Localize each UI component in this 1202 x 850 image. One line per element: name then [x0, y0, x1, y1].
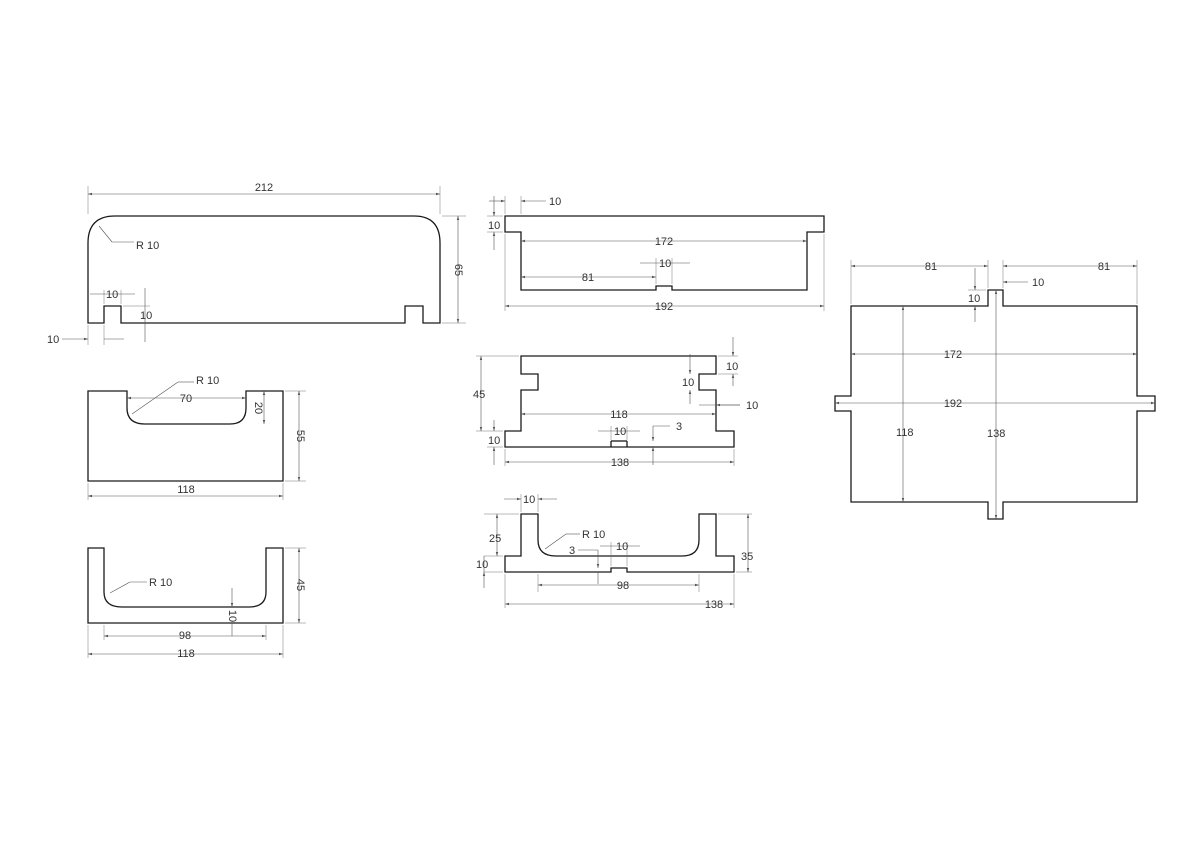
dim-text-slot-part4: 10 — [659, 258, 671, 270]
part-5-outline — [504, 355, 735, 448]
dim-text-25-part6: 25 — [489, 533, 501, 545]
part-4-tray: 10 10 172 81 10 192 — [487, 196, 825, 313]
dim-text-base-10-part5: 10 — [488, 435, 500, 447]
part-7-outline — [834, 289, 1156, 520]
dim-text-118-part7: 118 — [896, 427, 914, 439]
dim-text-slot-part5: 10 — [614, 426, 626, 438]
dim-text-35-part6: 35 — [741, 551, 753, 563]
dim-text-45-part5: 45 — [473, 389, 485, 401]
dim-text-212: 212 — [255, 182, 273, 194]
dim-text-192-part4: 192 — [655, 301, 673, 313]
dim-text-top-10-part6: 10 — [523, 494, 535, 506]
dim-text-98-part6: 98 — [617, 580, 629, 592]
part-2-pocket-block: R 10 70 20 55 118 — [87, 375, 306, 500]
dim-text-slot-depth-part5: 3 — [676, 421, 682, 433]
radius-label-part2: R 10 — [196, 375, 219, 387]
part-2-outline — [87, 390, 284, 482]
part-3-outline — [87, 547, 284, 624]
dim-text-70: 70 — [180, 393, 192, 405]
dim-text-base-10-part6: 10 — [476, 559, 488, 571]
dim-text-45-part3: 45 — [294, 579, 306, 591]
dim-text-10b-part5: 10 — [682, 377, 694, 389]
dim-text-55: 55 — [294, 430, 306, 442]
dim-text-tab-height-part7: 10 — [968, 293, 980, 305]
part-3-u-channel: R 10 45 10 98 118 — [87, 547, 306, 660]
dim-text-tab-height: 10 — [488, 220, 500, 232]
part-5-stepped-plate: 45 10 10 10 10 118 10 3 138 — [473, 337, 758, 469]
part-6-outline — [504, 513, 735, 573]
dim-text-81-right-part7: 81 — [1098, 261, 1110, 273]
dim-text-tab-width-part7: 10 — [1032, 277, 1044, 289]
dim-text-192-part7: 192 — [944, 398, 962, 410]
dim-text-slot-width: 10 — [106, 289, 118, 301]
dim-text-tab-width: 10 — [549, 196, 561, 208]
dim-text-172-part4: 172 — [655, 236, 673, 248]
dim-text-10a-part5: 10 — [726, 361, 738, 373]
dim-text-172-part7: 172 — [944, 349, 962, 361]
part-7-large-plate: 81 81 10 10 172 192 118 138 — [834, 260, 1156, 520]
dim-text-slot-part6: 10 — [616, 541, 628, 553]
dim-text-138-part7: 138 — [987, 428, 1005, 440]
dim-text-138-part6: 138 — [705, 599, 723, 611]
dim-text-20: 20 — [252, 402, 264, 414]
dim-text-118-part5: 118 — [610, 409, 628, 421]
dim-text-slot-depth-part6: 3 — [569, 545, 575, 557]
dim-text-left-offset: 10 — [47, 334, 59, 346]
part-4-outline — [504, 215, 825, 291]
dim-text-118-part2: 118 — [177, 484, 195, 496]
dim-text-98-part3: 98 — [179, 630, 191, 642]
dim-text-65: 65 — [452, 264, 464, 276]
radius-label-part1: R 10 — [136, 240, 159, 252]
part-1-long-plate: 212 65 R 10 10 10 10 — [47, 182, 466, 346]
part-1-outline — [87, 215, 441, 324]
dim-text-118-part3: 118 — [177, 648, 195, 660]
part-6-u-base: 10 25 10 R 10 3 10 35 98 — [476, 494, 753, 611]
dim-text-81-left-part7: 81 — [925, 261, 937, 273]
dim-text-floor-10: 10 — [226, 610, 238, 622]
dim-text-81-part4: 81 — [582, 272, 594, 284]
radius-label-part6: R 10 — [582, 529, 605, 541]
radius-label-part3: R 10 — [149, 577, 172, 589]
dim-text-slot-depth: 10 — [140, 310, 152, 322]
dim-text-10c-part5: 10 — [746, 400, 758, 412]
dim-text-138-part5: 138 — [611, 457, 629, 469]
